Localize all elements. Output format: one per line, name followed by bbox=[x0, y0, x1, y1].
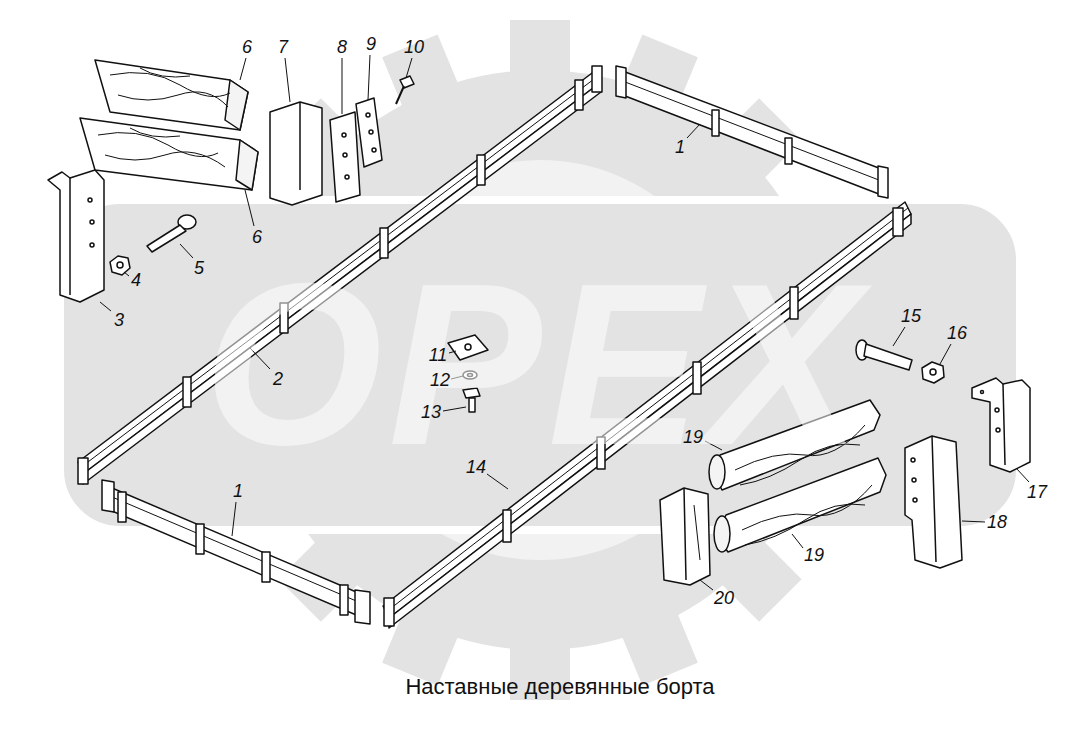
gear-background bbox=[60, 20, 1020, 700]
callout-number: 4 bbox=[131, 271, 141, 289]
callout-number: 15 bbox=[901, 307, 921, 325]
callout-number: 18 bbox=[987, 513, 1007, 531]
callout-number: 20 bbox=[714, 589, 734, 607]
callout-number: 1 bbox=[233, 482, 243, 500]
callout-number: 12 bbox=[430, 371, 450, 389]
callout-number: 14 bbox=[466, 458, 486, 476]
callout-number: 10 bbox=[404, 38, 424, 56]
callout-number: 6 bbox=[252, 228, 262, 246]
callout-number: 7 bbox=[278, 38, 288, 56]
parts bbox=[48, 60, 1030, 628]
callout-number: 5 bbox=[194, 259, 204, 277]
callout-number: 19 bbox=[804, 546, 824, 564]
callout-number: 3 bbox=[114, 311, 124, 329]
callout-number: 6 bbox=[242, 38, 252, 56]
callout-number: 1 bbox=[675, 138, 685, 156]
leader-lines bbox=[100, 55, 1029, 590]
callout-number: 11 bbox=[429, 346, 448, 364]
watermark-text: OPEX bbox=[203, 250, 866, 480]
callout-number: 16 bbox=[947, 324, 967, 342]
caption: Наставные деревянные борта bbox=[405, 674, 714, 700]
callout-number: 17 bbox=[1027, 483, 1047, 501]
callout-number: 2 bbox=[273, 370, 283, 388]
callout-number: 8 bbox=[337, 38, 347, 56]
callout-number: 9 bbox=[366, 35, 376, 53]
callout-number: 19 bbox=[683, 428, 703, 446]
callout-number: 13 bbox=[421, 403, 441, 421]
